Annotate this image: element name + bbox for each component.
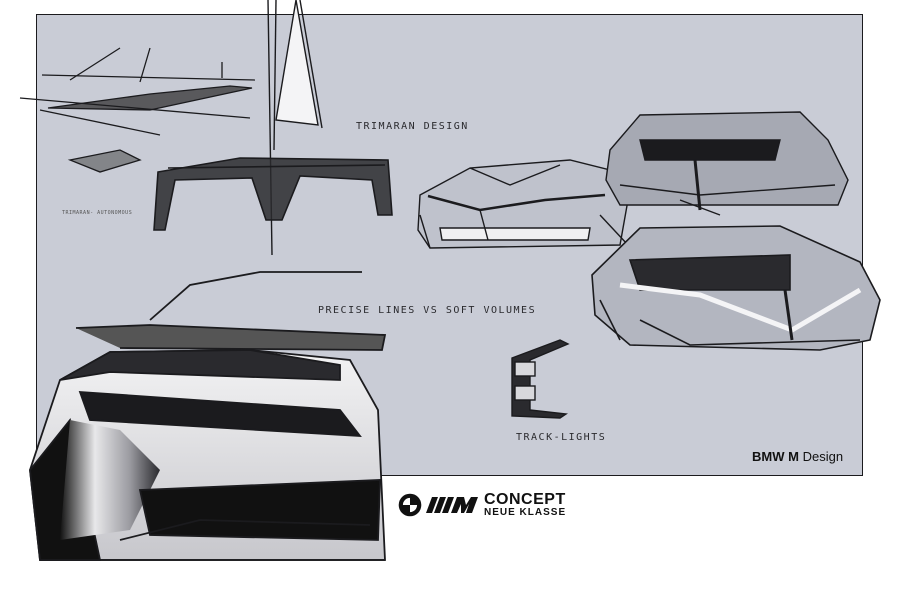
brand-design: Design (802, 449, 844, 464)
concept-wordmark: CONCEPT (484, 491, 566, 508)
annotation-track-lights: Track-lights (516, 432, 607, 443)
platform-sketch (153, 157, 393, 231)
annotation-tiny-note: Trimaran- autonomous (62, 210, 133, 216)
m-stripes-logo (426, 497, 478, 513)
car-sketch-rear (605, 111, 849, 216)
concept-logo: CONCEPT NEUE KLASSE (398, 491, 598, 523)
brand-m: M (788, 449, 799, 464)
car-sketch-front-right (591, 225, 881, 351)
bmw-m-design-label: BMW M Design (752, 449, 843, 464)
trimaran-boat-sketch (19, 47, 256, 173)
annotation-trimaran: Trimaran Design (356, 121, 469, 132)
brand-bmw: BMW (752, 449, 785, 464)
annotation-precise-lines: Precise lines vs soft volumes (318, 305, 537, 316)
track-lights-sketch (511, 339, 570, 419)
neue-klasse-wordmark: NEUE KLASSE (484, 507, 567, 518)
front-detail-sketch (29, 271, 387, 561)
bmw-roundel-icon (398, 493, 422, 517)
car-sketch-front-left (417, 159, 629, 249)
